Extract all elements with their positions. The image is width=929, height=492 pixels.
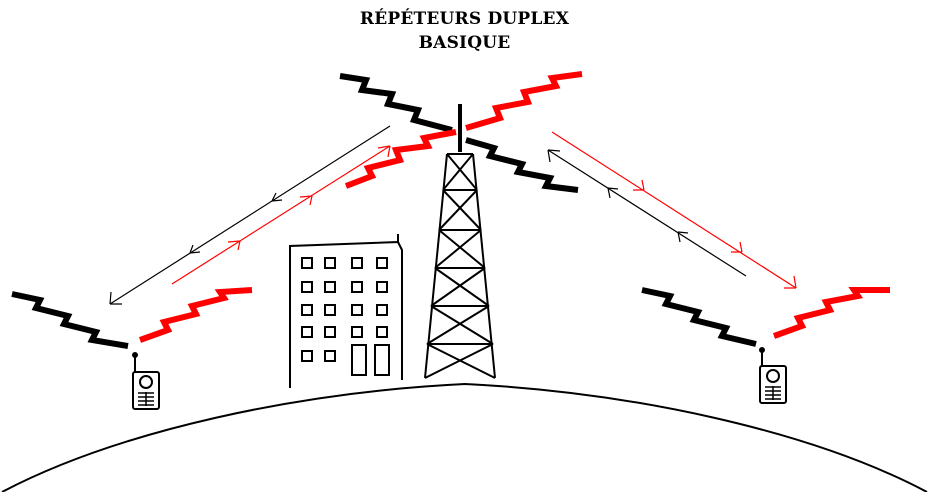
radio-tower-icon	[424, 104, 496, 379]
left-path-black	[109, 125, 391, 305]
left-bolt-black	[11, 291, 129, 349]
diagram-title-line2: BASIQUE	[418, 33, 511, 53]
diagram-title-line1: RÉPÉTEURS DUPLEX	[359, 9, 570, 29]
right-path-black	[547, 149, 747, 277]
right-bolt-black	[641, 287, 757, 347]
left-bolt-red	[138, 287, 253, 343]
tower-bolt-red-right	[465, 71, 583, 131]
tower-bolt-black-right	[465, 137, 579, 193]
building-icon	[289, 234, 403, 388]
signal-paths	[109, 125, 797, 305]
right-path-red	[551, 131, 797, 289]
handheld-radio-left	[132, 352, 160, 410]
right-bolt-red	[772, 287, 890, 339]
left-path-red	[171, 145, 391, 285]
signal-bolts	[11, 71, 890, 349]
tower-bolt-red-left	[344, 129, 457, 189]
earth-horizon	[1, 382, 928, 492]
handheld-radio-right	[759, 347, 787, 404]
tower-bolt-black-left	[339, 73, 453, 133]
